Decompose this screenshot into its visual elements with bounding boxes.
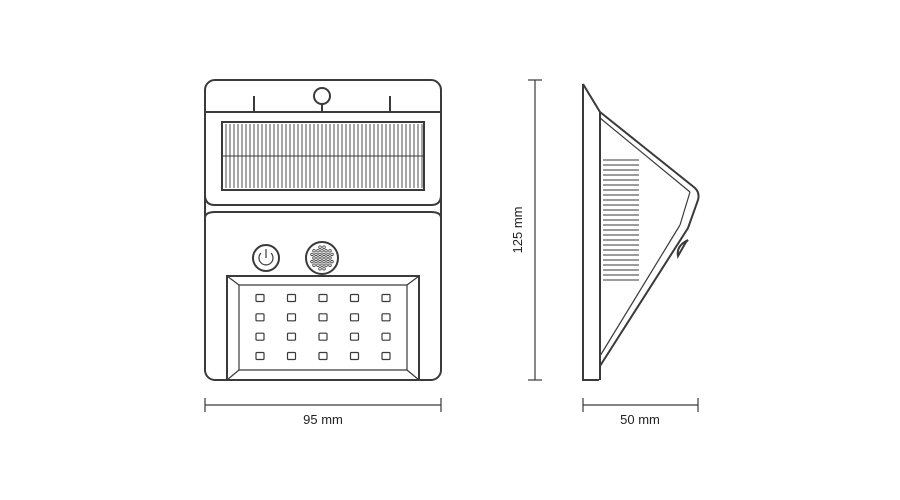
led-chip <box>255 351 265 361</box>
front-view <box>204 79 442 381</box>
pir-dot <box>324 249 328 253</box>
led-chip <box>349 351 360 361</box>
power-icon <box>252 244 280 272</box>
pir-dot <box>324 256 328 260</box>
depth-dimension: 50 mm <box>582 398 699 427</box>
solar-panel-icon <box>221 121 425 191</box>
led-chip <box>318 293 328 303</box>
led-chip <box>255 332 265 341</box>
pir-dot <box>328 249 332 253</box>
back-hook <box>582 83 601 113</box>
pir-dot <box>318 267 322 271</box>
pir-dot <box>322 252 326 257</box>
led-chip <box>318 351 328 361</box>
led-chip <box>318 313 328 322</box>
pir-dot <box>314 252 318 257</box>
led-chip <box>255 313 265 322</box>
pir-dot <box>314 259 318 264</box>
led-chip <box>381 313 391 322</box>
pir-dot <box>312 256 316 260</box>
led-chip <box>286 351 297 361</box>
pir-dot <box>318 245 322 249</box>
light-sensor-icon <box>313 87 331 112</box>
bottom-inner-line <box>599 224 681 357</box>
pir-dot <box>326 252 330 257</box>
side-view <box>582 83 700 381</box>
pir-dot <box>330 259 334 264</box>
width-label: 95 mm <box>303 412 343 427</box>
side-sensor-bump <box>676 239 689 259</box>
pir-dot <box>324 263 328 267</box>
side-body-outline <box>599 111 700 380</box>
led-chip <box>349 332 360 341</box>
pir-dot <box>326 259 330 264</box>
led-chip <box>381 351 391 361</box>
pir-dot <box>316 263 320 267</box>
pir-dot <box>322 267 326 271</box>
width-dimension: 95 mm <box>204 398 442 427</box>
led-chip <box>286 332 297 341</box>
height-label: 125 mm <box>510 207 525 254</box>
led-chip <box>381 332 391 341</box>
pir-dot <box>330 252 334 257</box>
led-panel <box>226 275 420 381</box>
pir-dot <box>318 259 322 264</box>
led-chip <box>286 293 297 303</box>
pir-dot <box>328 256 332 260</box>
pir-sensor-icon <box>305 241 339 275</box>
front-inner-line <box>679 191 691 226</box>
solar-housing <box>204 111 442 206</box>
top-inner-line <box>599 117 691 193</box>
back-plate <box>582 84 599 381</box>
pir-dot <box>322 245 326 249</box>
pir-dot <box>312 263 316 267</box>
pir-dot <box>312 249 316 253</box>
pir-dot <box>320 263 324 267</box>
led-chip <box>349 313 360 322</box>
pir-dot <box>310 259 314 264</box>
pir-dot <box>316 249 320 253</box>
led-chip <box>255 293 265 303</box>
height-dimension: 125 mm <box>510 79 542 381</box>
pir-dot <box>322 259 326 264</box>
pir-dot <box>316 256 320 260</box>
lower-housing-edge <box>204 211 442 219</box>
pir-dot <box>320 249 324 253</box>
pir-dot <box>318 252 322 257</box>
pir-dot <box>310 252 314 257</box>
led-chip <box>318 332 328 341</box>
led-chip <box>286 313 297 322</box>
pir-dot <box>320 256 324 260</box>
pir-dot <box>328 263 332 267</box>
led-chip <box>381 293 391 303</box>
depth-label: 50 mm <box>620 412 660 427</box>
cooling-fins <box>603 159 639 281</box>
led-chip <box>349 293 360 303</box>
